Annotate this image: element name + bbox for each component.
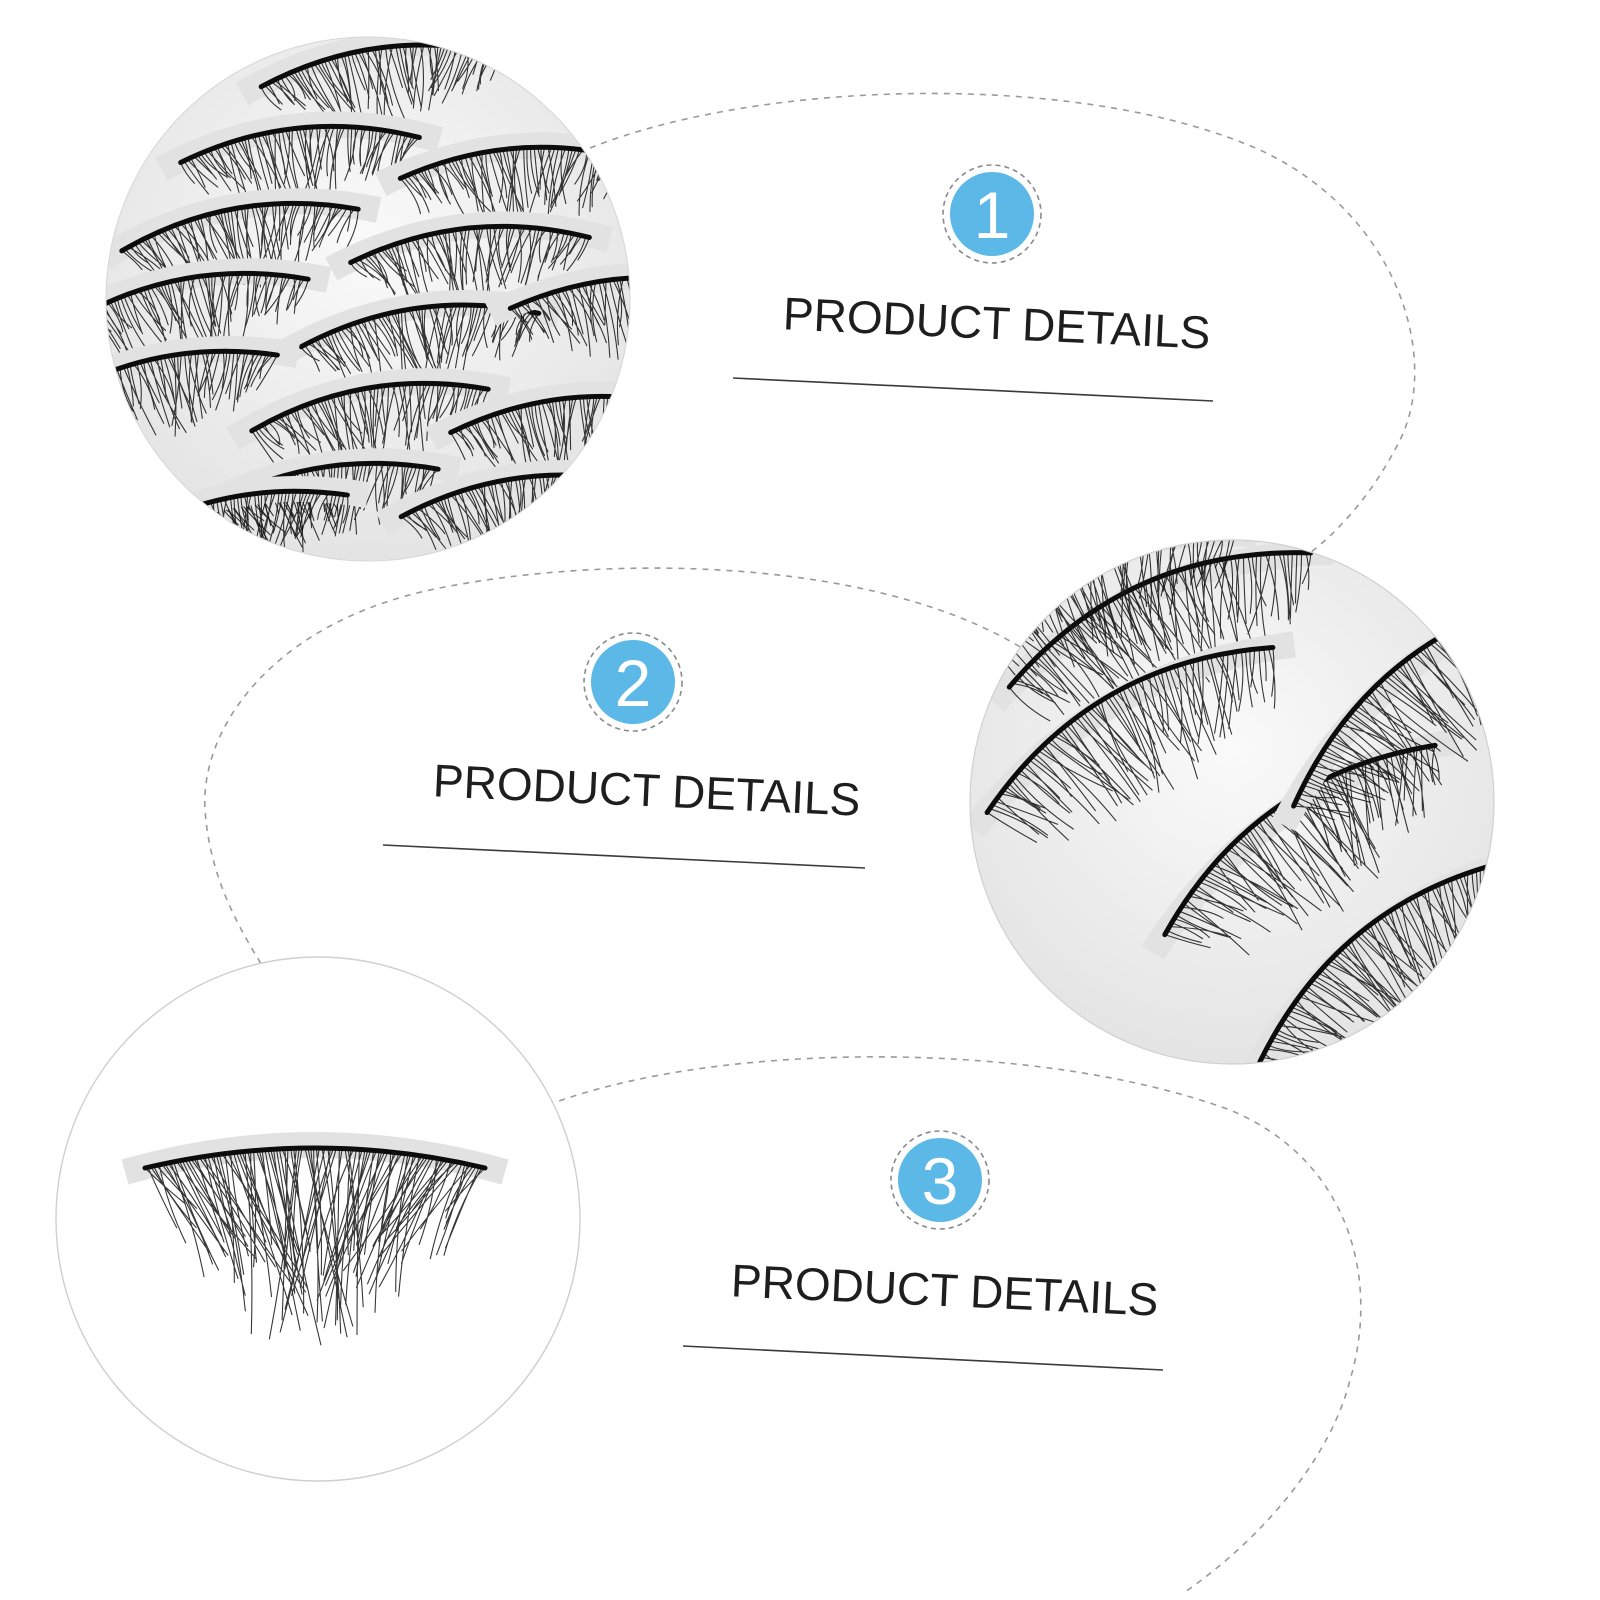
- section-title: PRODUCT DETAILS: [730, 1254, 1160, 1325]
- title-underline: [732, 377, 1214, 402]
- title-underline: [682, 1345, 1164, 1371]
- lash-strip: [121, 1132, 509, 1346]
- lash-strip: [325, 211, 614, 310]
- lash-strip: [106, 188, 382, 288]
- single-lash-photo: [55, 956, 581, 1482]
- lash-strip: [970, 631, 1296, 843]
- section-title: PRODUCT DETAILS: [432, 754, 862, 825]
- badge-number: 3: [922, 1144, 959, 1218]
- lash-strip: [155, 111, 444, 209]
- badge-number: 1: [974, 178, 1011, 252]
- number-badge: 2: [583, 632, 683, 732]
- lash-strip: [226, 368, 512, 471]
- number-badge: 1: [942, 164, 1042, 264]
- section-1: 1 PRODUCT DETAILS: [732, 164, 1214, 402]
- section-title: PRODUCT DETAILS: [782, 287, 1212, 358]
- number-badge: 3: [890, 1130, 990, 1230]
- lash-strip: [484, 262, 630, 360]
- dashed-oval-3: [547, 1056, 1362, 1593]
- lash-strips-group: [106, 37, 630, 561]
- lash-strip: [106, 336, 301, 437]
- section-3: 3 PRODUCT DETAILS: [682, 1130, 1164, 1371]
- section-2: 2 PRODUCT DETAILS: [382, 632, 866, 869]
- dashed-oval-2: [204, 567, 1041, 976]
- dashed-connector-lines: [204, 92, 1416, 1593]
- dashed-oval-1: [589, 92, 1416, 561]
- lash-tray-closeup-photo: [969, 539, 1495, 1065]
- lash-strip: [121, 1132, 509, 1346]
- lash-tray-photo: [105, 36, 631, 562]
- badge-number: 2: [615, 646, 652, 720]
- title-underline: [382, 844, 866, 869]
